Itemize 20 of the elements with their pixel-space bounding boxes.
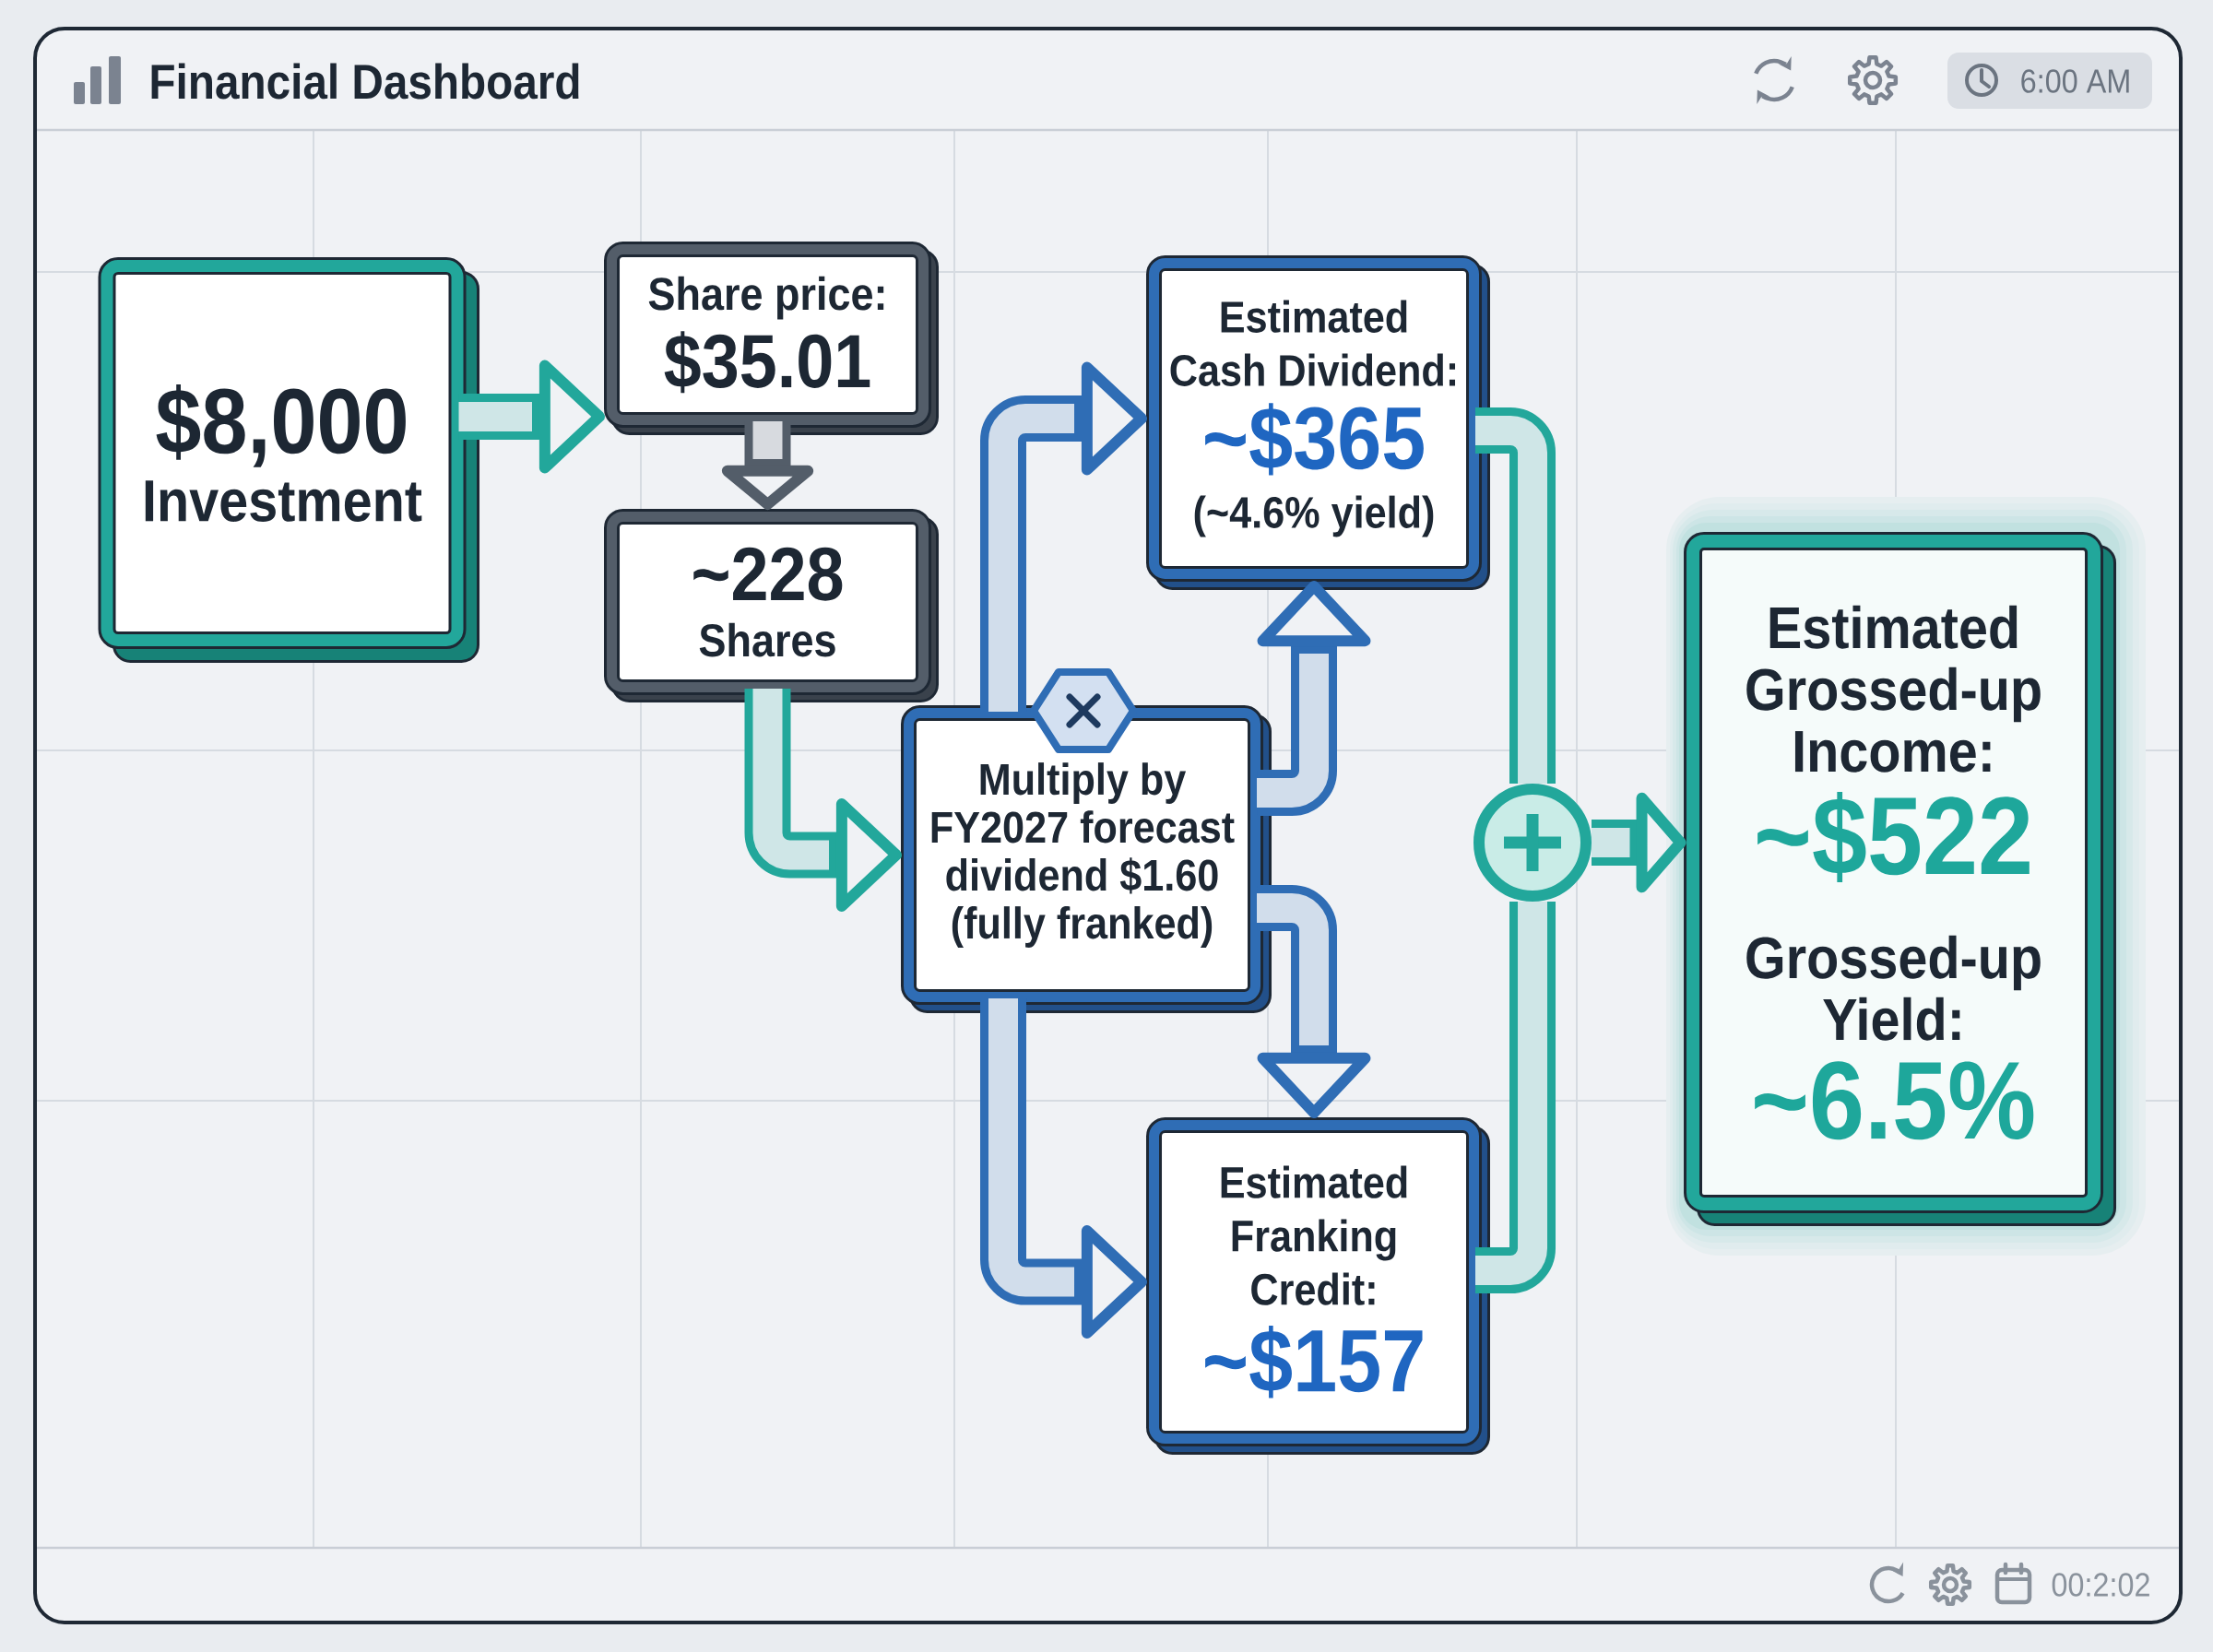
block-arrow — [721, 421, 814, 510]
connector-band — [1475, 407, 1556, 784]
block-arrow — [1257, 885, 1371, 1118]
connector-band — [1475, 902, 1556, 1293]
block-arrow — [1592, 792, 1686, 893]
process-box: Multiply by FY2027 forecast dividend $1.60 (fully franked) — [901, 705, 1272, 1013]
time-badge: 6:00 AM — [1947, 53, 2152, 109]
time-label: 00:2:02 — [2052, 1573, 2149, 1597]
value-box: Estimated Franking Credit: ~$157 — [1146, 1117, 1490, 1455]
input-box: $8,000 Investment — [98, 257, 479, 663]
value-box: Estimated Cash Dividend: ~$365 (~4.6% yield) — [1146, 255, 1490, 590]
block-arrow — [980, 361, 1147, 712]
result-box: Estimated Grossed-up Income: ~$522 Grossed-up Yield: ~6.5% — [1684, 532, 2116, 1226]
block-arrow — [458, 360, 605, 474]
value-box: Share price: $35.01 — [604, 242, 939, 435]
title: Financial Dashboard — [151, 63, 579, 100]
block-arrow — [744, 689, 902, 912]
value-box: ~228 Shares — [604, 509, 939, 702]
block-arrow — [980, 998, 1147, 1339]
block-arrow — [1257, 581, 1371, 816]
